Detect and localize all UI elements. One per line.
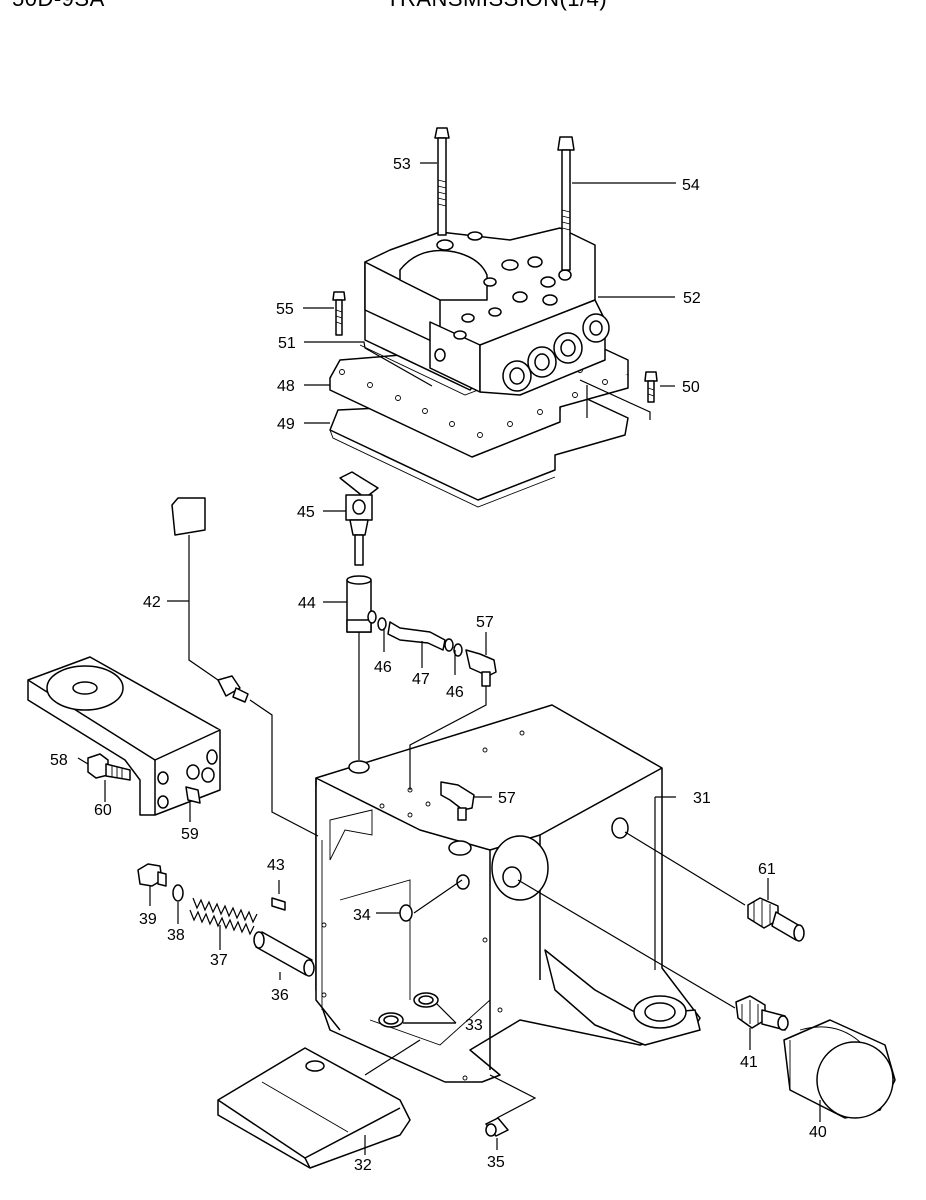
callout-36: 36 bbox=[271, 987, 289, 1004]
callout-60: 60 bbox=[94, 802, 112, 819]
housing-31 bbox=[315, 704, 701, 1083]
plug-43 bbox=[271, 897, 286, 911]
callout-54: 54 bbox=[682, 177, 700, 194]
callout-52: 52 bbox=[683, 290, 701, 307]
oring-38 bbox=[172, 884, 184, 902]
model-code: 50D-9SA bbox=[12, 0, 105, 12]
callout-43: 43 bbox=[267, 857, 285, 874]
callout-44: 44 bbox=[298, 595, 316, 612]
callout-34: 34 bbox=[353, 907, 371, 924]
leader-lines bbox=[77, 162, 821, 1155]
bolt-54 bbox=[557, 136, 575, 271]
callout-32: 32 bbox=[354, 1157, 372, 1174]
callout-57-housing: 57 bbox=[498, 790, 516, 807]
elbow-57-top bbox=[465, 649, 497, 687]
callout-38: 38 bbox=[167, 927, 185, 944]
callout-55: 55 bbox=[276, 301, 294, 318]
filter-40 bbox=[783, 1019, 896, 1119]
connector-42 bbox=[171, 497, 249, 703]
fitting-61 bbox=[747, 897, 805, 942]
callout-35: 35 bbox=[487, 1154, 505, 1171]
bolt-60 bbox=[87, 753, 131, 781]
callout-labels: 53 54 52 55 51 48 50 49 45 42 44 57 46 4… bbox=[50, 156, 827, 1174]
callout-39: 39 bbox=[139, 911, 157, 928]
callout-57-top: 57 bbox=[476, 614, 494, 631]
callout-37: 37 bbox=[210, 952, 228, 969]
callout-58: 58 bbox=[50, 752, 68, 769]
callout-49: 49 bbox=[277, 416, 295, 433]
fitting-41 bbox=[735, 995, 789, 1031]
callout-31: 31 bbox=[693, 790, 711, 807]
callout-45: 45 bbox=[297, 504, 315, 521]
hose-47 bbox=[367, 610, 463, 657]
pin-36 bbox=[253, 931, 315, 977]
callout-50: 50 bbox=[682, 379, 700, 396]
spring-37 bbox=[189, 897, 258, 936]
callout-47: 47 bbox=[412, 671, 430, 688]
bracket-58 bbox=[27, 656, 221, 816]
callout-46-right: 46 bbox=[446, 684, 464, 701]
bolt-55 bbox=[332, 291, 346, 336]
pin-35 bbox=[485, 1117, 509, 1137]
oring-34 bbox=[399, 904, 413, 922]
callout-42: 42 bbox=[143, 594, 161, 611]
elbow-57-housing bbox=[440, 781, 475, 821]
callout-40: 40 bbox=[809, 1124, 827, 1141]
callout-46-left: 46 bbox=[374, 659, 392, 676]
bolt-50 bbox=[644, 371, 658, 403]
callout-59: 59 bbox=[181, 826, 199, 843]
plug-39 bbox=[137, 863, 167, 887]
page-title: TRANSMISSION(1/4) bbox=[386, 0, 607, 12]
bolt-53 bbox=[434, 127, 450, 236]
callout-41: 41 bbox=[740, 1054, 758, 1071]
sleeve-44 bbox=[346, 575, 372, 633]
cover-32 bbox=[217, 1047, 411, 1169]
valve-body-52 bbox=[364, 227, 610, 396]
pin-59 bbox=[185, 786, 201, 804]
callout-48: 48 bbox=[277, 378, 295, 395]
callout-53: 53 bbox=[393, 156, 411, 173]
callout-51: 51 bbox=[278, 335, 296, 352]
callout-61: 61 bbox=[758, 861, 776, 878]
callout-33: 33 bbox=[465, 1017, 483, 1034]
sensor-45 bbox=[339, 471, 379, 566]
